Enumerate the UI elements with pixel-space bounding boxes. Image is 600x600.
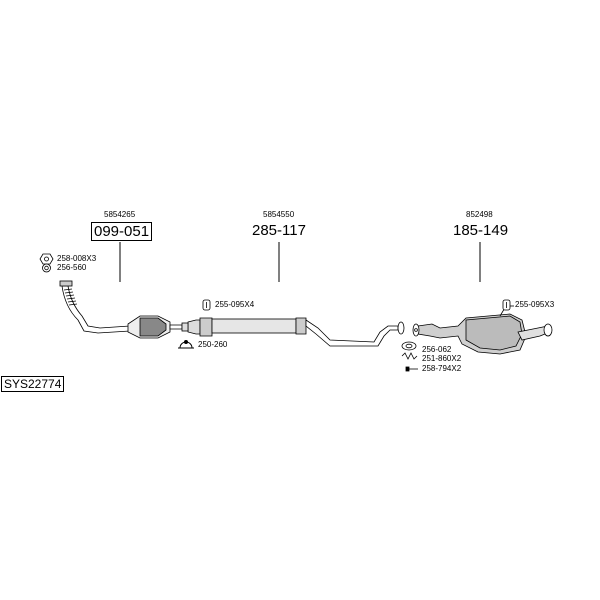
spring-icon — [401, 352, 418, 360]
gasket-ring-icon — [401, 341, 417, 351]
accessory-label-255-095x3[interactable]: 255-095X3 — [515, 300, 555, 309]
front-pipe — [59, 280, 131, 334]
pipe-clamp-small — [181, 322, 189, 332]
part-number-rear-silencer[interactable]: 185-149 — [453, 222, 509, 239]
accessory-label-251-860x2[interactable]: 251-860X2 — [422, 354, 462, 363]
oe-number-rear-silencer: 852498 — [466, 210, 493, 219]
hex-nut-icon — [39, 253, 54, 265]
pipe-clamp-icon — [178, 340, 194, 349]
washer-ring-icon — [42, 263, 51, 273]
accessory-label-255-095x4[interactable]: 255-095X4 — [215, 300, 255, 309]
flex-section — [63, 288, 78, 306]
rubber-mount-icon — [202, 299, 211, 311]
bolt-icon — [405, 366, 418, 372]
part-number-middle-pipe[interactable]: 285-117 — [252, 222, 306, 239]
oe-number-middle-pipe: 5854550 — [263, 210, 295, 219]
accessory-label-250-260[interactable]: 250-260 — [198, 340, 228, 349]
accessory-label-256-062[interactable]: 256-062 — [422, 345, 452, 354]
part-number-catalyst[interactable]: 099-051 — [91, 222, 153, 241]
accessory-label-256-560[interactable]: 256-560 — [57, 263, 87, 272]
accessory-label-258-794x2[interactable]: 258-794X2 — [422, 364, 462, 373]
oe-number-catalyst: 5854265 — [104, 210, 136, 219]
rubber-mount-icon — [502, 299, 511, 311]
middle-pipe — [187, 317, 399, 347]
system-code: SYS22774 — [1, 376, 65, 392]
catalytic-converter — [127, 315, 183, 339]
accessory-label-258-008x3[interactable]: 258-008X3 — [57, 254, 97, 263]
flange-connector — [397, 321, 420, 337]
rear-silencer — [417, 305, 553, 355]
